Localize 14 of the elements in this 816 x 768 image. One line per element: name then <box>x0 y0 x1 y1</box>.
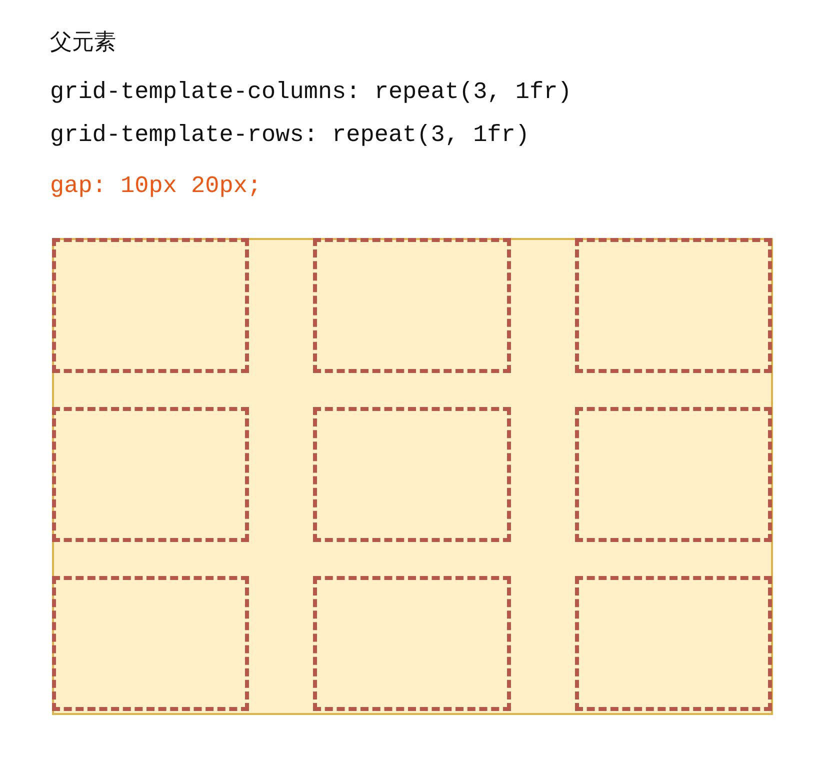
grid-cell <box>52 576 250 711</box>
grid-cell <box>313 238 511 373</box>
grid-cell <box>52 407 250 542</box>
code-line: gap: 10px 20px; <box>50 172 262 202</box>
grid-cell <box>313 576 511 711</box>
grid-cell <box>313 407 511 542</box>
grid-container <box>52 238 773 715</box>
code-line: grid-template-rows: repeat(3, 1fr) <box>50 121 530 151</box>
grid-cell <box>574 407 772 542</box>
grid-cell <box>574 576 772 711</box>
grid-cell <box>574 238 772 373</box>
code-line: grid-template-columns: repeat(3, 1fr) <box>50 78 572 108</box>
grid-cell <box>52 238 250 373</box>
heading: 父元素 <box>50 29 116 56</box>
